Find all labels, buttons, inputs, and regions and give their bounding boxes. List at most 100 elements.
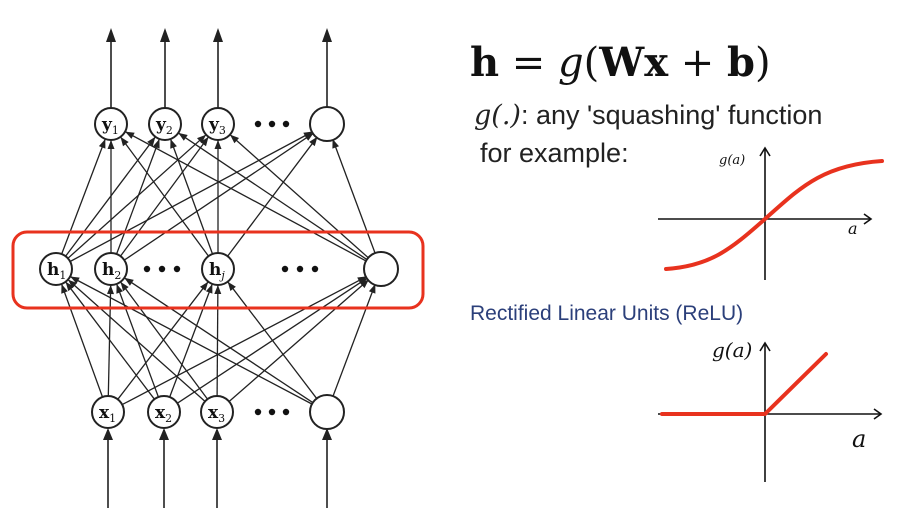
input-node-1 — [147, 395, 181, 429]
edge-hidden-output-arrowhead-1-3 — [304, 132, 314, 141]
hidden-ellipsis-right — [281, 265, 319, 273]
edge-hidden-output-arrowhead-2-3 — [309, 136, 318, 147]
edge-hidden-output-3-0 — [124, 131, 368, 262]
network-edges — [60, 130, 377, 406]
hidden-node-3 — [363, 251, 399, 287]
edge-hidden-output-arrowhead-2-2 — [214, 140, 222, 149]
edge-input-hidden-3-0 — [69, 275, 314, 406]
edge-input-hidden-1-0 — [65, 281, 155, 400]
relu-y-label: g(a) — [712, 338, 752, 362]
edge-input-hidden-arrowhead-3-0 — [70, 276, 80, 284]
edge-input-hidden-0-2 — [117, 281, 209, 400]
edge-input-hidden-arrowhead-2-2 — [214, 285, 222, 294]
relu-title: Rectified Linear Units (ReLU) — [470, 302, 743, 325]
edge-hidden-output-arrowhead-3-3 — [332, 139, 339, 149]
edge-hidden-output-3-1 — [177, 132, 369, 261]
edge-input-hidden-arrowhead-0-0 — [61, 284, 68, 294]
relu-x-arrowhead — [873, 408, 883, 420]
output-node-3 — [309, 106, 345, 142]
output-arrowhead-2 — [213, 28, 223, 42]
edge-input-hidden-2-2 — [216, 284, 219, 397]
edge-input-hidden-3-1 — [123, 277, 315, 404]
edge-hidden-output-arrowhead-3-0 — [125, 131, 135, 139]
output-arrowhead-1 — [160, 28, 170, 42]
edge-input-hidden-2-1 — [119, 281, 209, 400]
output-ellipsis — [254, 120, 290, 128]
network-arrows — [103, 28, 332, 508]
edge-input-hidden-0-0 — [60, 283, 104, 398]
input-ellipsis — [254, 408, 290, 416]
hidden-node-1 — [94, 252, 128, 286]
output-arrowhead-0 — [106, 28, 116, 42]
edge-hidden-output-3-2 — [229, 134, 370, 259]
hidden-ellipsis-left — [143, 265, 181, 273]
hidden-node-2 — [201, 252, 235, 286]
input-node-label-2: x3 — [208, 403, 225, 425]
input-node-2 — [200, 395, 234, 429]
edge-input-hidden-arrowhead-2-1 — [120, 281, 129, 292]
edge-hidden-output-arrowhead-2-0 — [120, 136, 129, 147]
edge-hidden-output-arrowhead-1-0 — [107, 140, 115, 149]
hidden-layer-highlight — [11, 230, 425, 310]
input-arrowhead-0 — [103, 428, 113, 440]
edge-input-hidden-arrowhead-3-1 — [124, 277, 134, 286]
edge-hidden-output-1-1 — [115, 138, 161, 255]
input-node-0 — [91, 395, 125, 429]
hidden-node-label-1: h2 — [102, 260, 121, 282]
edge-input-hidden-arrowhead-2-0 — [68, 279, 77, 289]
sigmoid-y-arrowhead — [759, 146, 771, 157]
input-arrowhead-2 — [212, 428, 222, 440]
output-arrowhead-3 — [322, 28, 332, 42]
sigmoid-x-label: a — [848, 219, 858, 238]
edge-input-hidden-0-3 — [121, 275, 368, 406]
sigmoid-y-label: g(a) — [719, 153, 745, 168]
edge-hidden-output-2-1 — [169, 138, 214, 255]
hidden-node-label-0: h1 — [47, 260, 66, 282]
edge-input-hidden-1-1 — [115, 283, 160, 398]
input-node-label-1: x2 — [155, 403, 172, 425]
edge-input-hidden-arrowhead-2-3 — [359, 279, 369, 289]
edge-input-hidden-arrowhead-0-1 — [107, 285, 114, 295]
edge-input-hidden-arrowhead-3-3 — [368, 284, 376, 294]
output-node-1 — [148, 107, 182, 141]
output-node-label-1: y2 — [155, 115, 173, 137]
relu-y-arrowhead — [759, 341, 771, 352]
edge-input-hidden-arrowhead-1-1 — [116, 284, 123, 294]
relu-x-label: a — [852, 425, 866, 453]
squashing-description-line2: for example: — [480, 138, 629, 168]
edge-input-hidden-arrowhead-1-2 — [205, 284, 213, 294]
input-node-3 — [309, 394, 345, 430]
edge-hidden-output-arrowhead-1-1 — [153, 139, 160, 149]
relu-plot: g(a) a — [658, 338, 883, 482]
edge-hidden-output-arrowhead-0-1 — [147, 136, 156, 147]
edge-hidden-output-arrowhead-3-1 — [178, 132, 188, 141]
edge-input-hidden-2-3 — [228, 279, 370, 402]
hidden-node-0 — [39, 252, 73, 286]
output-node-label-2: y3 — [208, 115, 226, 137]
edge-hidden-output-2-0 — [119, 136, 210, 257]
input-arrowhead-1 — [159, 428, 169, 440]
edge-input-hidden-arrowhead-3-2 — [227, 281, 236, 291]
edge-hidden-output-arrowhead-1-2 — [200, 136, 209, 147]
edge-hidden-output-arrowhead-0-0 — [98, 139, 106, 149]
hidden-node-label-2: hj — [209, 260, 225, 282]
edge-hidden-output-1-3 — [123, 132, 315, 261]
edge-hidden-output-0-2 — [67, 134, 207, 259]
edge-hidden-output-3-3 — [331, 138, 377, 255]
activation-formula: h = g(Wx + b) — [470, 39, 771, 86]
edge-input-hidden-3-2 — [227, 281, 318, 400]
edge-input-hidden-3-3 — [332, 283, 376, 398]
output-node-0 — [94, 107, 128, 141]
edge-hidden-output-0-0 — [61, 138, 106, 255]
sigmoid-x-arrowhead — [863, 213, 873, 225]
edge-hidden-output-arrowhead-0-2 — [197, 134, 207, 144]
squashing-description-line1: g(.): any 'squashing' function — [474, 100, 822, 131]
output-node-label-0: y1 — [101, 115, 119, 137]
sigmoid-plot: g(a) a — [658, 146, 884, 280]
input-node-label-0: x1 — [99, 403, 116, 425]
edge-input-hidden-arrowhead-1-0 — [65, 281, 74, 292]
network-nodes: y1 y2 y3 h1 h2 hj x1 x2 x3 — [39, 106, 399, 430]
relu-curve — [660, 352, 828, 416]
